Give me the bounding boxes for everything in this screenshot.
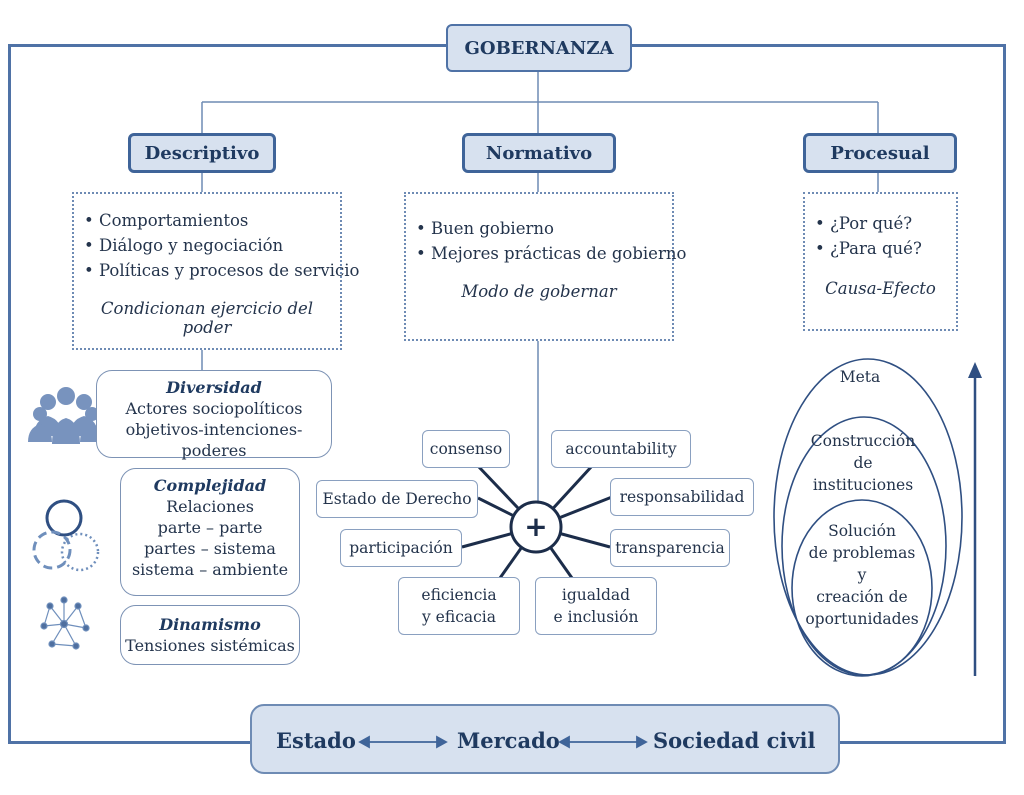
bullet-item: • ¿Por qué? <box>815 214 913 233</box>
bullet-item: • Mejores prácticas de gobierno <box>416 244 687 263</box>
actors-bar <box>250 704 840 774</box>
bullet-item: • Buen gobierno <box>416 219 554 238</box>
procesual-note: Causa-Efecto <box>825 279 936 298</box>
feature-line: Tensiones sistémicas <box>125 636 295 655</box>
complejidad-title: Complejidad <box>153 476 267 495</box>
bullet-item: • Políticas y procesos de servicio <box>84 261 360 280</box>
feature-line: parte – parte <box>157 518 263 537</box>
node-estado-de-derecho: Estado de Derecho <box>316 480 478 518</box>
levels-ellipses <box>773 358 963 677</box>
category-label: Normativo <box>485 142 593 164</box>
feature-line: Relaciones <box>166 497 254 516</box>
procesual-detail: • ¿Por qué? • ¿Para qué? Causa-Efecto <box>803 192 958 331</box>
actor-sociedad-civil: Sociedad civil <box>653 728 816 753</box>
bullet-item: • Comportamientos <box>84 211 249 230</box>
category-descriptivo: Descriptivo <box>128 133 276 173</box>
descriptivo-note: Condicionan ejercicio del poder <box>100 299 314 337</box>
plus-icon: + <box>524 509 548 543</box>
category-label: Descriptivo <box>144 142 260 164</box>
actor-mercado: Mercado <box>457 728 560 753</box>
normativo-detail: • Buen gobierno • Mejores prácticas de g… <box>404 192 687 341</box>
node-participacion: participación <box>340 529 462 567</box>
diversidad-box: Diversidad Actores sociopolíticos objeti… <box>96 370 332 460</box>
node-transparencia: transparencia <box>610 529 730 567</box>
node-accountability: accountability <box>551 430 691 468</box>
network-icon <box>40 596 90 650</box>
node-eficiencia: eficiencia y eficacia <box>398 577 520 635</box>
node-consenso: consenso <box>422 430 510 468</box>
feature-line: Actores sociopolíticos <box>125 399 303 418</box>
normativo-note: Modo de gobernar <box>461 282 617 301</box>
node-igualdad: igualdad e inclusión <box>535 577 657 635</box>
hub-circle <box>509 500 563 554</box>
feature-line: sistema – ambiente <box>131 560 289 579</box>
overlapping-circles-icon <box>32 499 100 572</box>
feature-line: objetivos-intenciones-poderes <box>125 420 303 460</box>
title: GOBERNANZA <box>464 37 614 59</box>
people-icon <box>28 387 104 444</box>
category-procesual: Procesual <box>803 133 957 173</box>
bullet-item: • ¿Para qué? <box>815 239 922 258</box>
dinamismo-box: Dinamismo Tensiones sistémicas <box>120 605 300 665</box>
node-responsabilidad: responsabilidad <box>610 478 754 516</box>
actor-estado: Estado <box>276 728 356 753</box>
dinamismo-title: Dinamismo <box>159 615 261 634</box>
bullet-item: • Diálogo y negociación <box>84 236 284 255</box>
descriptivo-detail: • Comportamientos • Diálogo y negociació… <box>72 192 360 350</box>
diversidad-title: Diversidad <box>166 378 262 397</box>
complejidad-box: Complejidad Relaciones parte – parte par… <box>120 468 300 596</box>
level-meta: Meta <box>839 368 881 386</box>
level-solucion: Solución de problemas y creación de opor… <box>805 522 919 628</box>
title-box: GOBERNANZA <box>446 24 632 72</box>
category-label: Procesual <box>830 142 930 164</box>
feature-line: partes – sistema <box>144 539 276 558</box>
level-construccion: Construcción de instituciones <box>810 432 916 494</box>
up-arrow-icon <box>968 362 982 676</box>
category-normativo: Normativo <box>462 133 616 173</box>
